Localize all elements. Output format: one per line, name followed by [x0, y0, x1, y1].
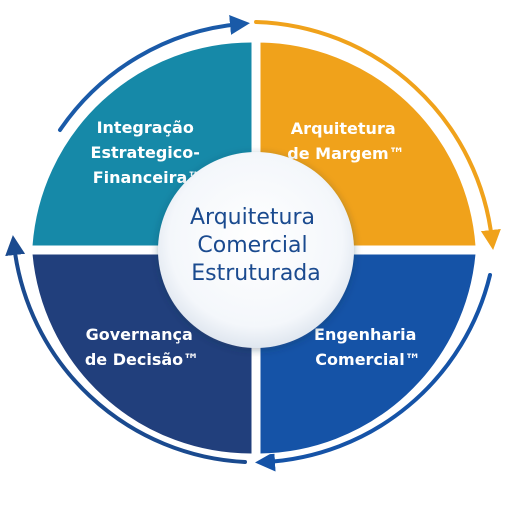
quadrant-label-arquitetura-margem: Arquitetura de Margem™ — [287, 119, 404, 163]
cycle-arrow-top — [58, 14, 250, 132]
cycle-arrow-right — [254, 20, 501, 250]
center-hub: Arquitetura Comercial Estruturada — [158, 152, 354, 348]
cycle-arrow-left — [5, 235, 247, 464]
center-label-line: Arquitetura — [190, 205, 315, 230]
center-circle — [158, 152, 354, 348]
quadrant-label-governanca: Governança de Decisão™ — [85, 325, 199, 369]
quadrant-label-line: Integração — [97, 118, 194, 137]
quadrant-label-integracao: Integração Estrategico- Financeira™ — [91, 118, 206, 187]
cycle-arrows — [5, 14, 501, 472]
quadrant-label-line: Engenharia — [314, 325, 416, 344]
quadrant-label-engenharia-comercial: Engenharia Comercial™ — [314, 325, 422, 369]
quadrant-label-line: Estrategico- — [91, 143, 200, 162]
cycle-arrow-bottom — [255, 273, 492, 472]
quadrant-label-line: Arquitetura — [291, 119, 396, 138]
center-label-line: Estruturada — [191, 261, 321, 286]
quadrant-label-line: Financeira™ — [93, 168, 204, 187]
quadrant-label-line: de Margem™ — [287, 144, 404, 163]
quadrant-label-line: de Decisão™ — [85, 350, 199, 369]
quadrant-label-line: Comercial™ — [315, 350, 420, 369]
center-label: Arquitetura Comercial Estruturada — [190, 205, 322, 286]
center-label-line: Comercial — [197, 233, 307, 258]
quadrant-label-line: Governança — [86, 325, 193, 344]
